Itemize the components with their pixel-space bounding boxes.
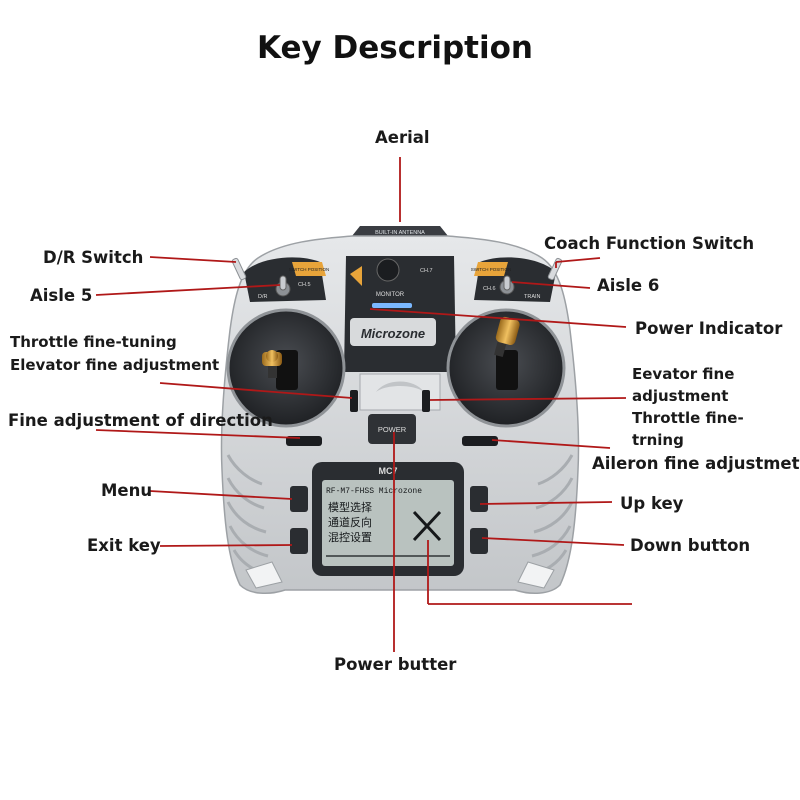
ch7-knob[interactable] bbox=[376, 258, 400, 282]
leader-lines bbox=[95, 157, 632, 652]
elevator-trim-right[interactable] bbox=[422, 390, 430, 412]
center-emblem bbox=[376, 381, 424, 392]
right-gimbal-slot bbox=[496, 350, 518, 390]
ch7-text: CH.7 bbox=[420, 268, 433, 274]
lcd-screen bbox=[322, 480, 454, 566]
down-key[interactable] bbox=[470, 528, 488, 554]
switch-badge-right bbox=[474, 262, 508, 276]
monitor-accent bbox=[350, 266, 362, 286]
train-text: TRAIN bbox=[524, 294, 541, 300]
label-menu: Menu bbox=[101, 481, 153, 500]
left-stick[interactable] bbox=[262, 350, 282, 378]
label-aerial: Aerial bbox=[375, 128, 430, 147]
dr-text: D/R bbox=[258, 294, 268, 300]
power-button-label: POWER bbox=[378, 425, 407, 434]
page-title: Key Description bbox=[256, 30, 533, 66]
power-indicator-led bbox=[372, 303, 412, 308]
antenna-label: BUILT-IN ANTENNA bbox=[375, 230, 425, 236]
label-fine-adjustment-direction: Fine adjustment of direction bbox=[8, 411, 273, 430]
switch-position-left: SWITCH POSITION bbox=[289, 267, 330, 272]
label-power-butter: Power butter bbox=[334, 655, 457, 674]
coach-function-switch[interactable] bbox=[547, 257, 563, 281]
lcd-header: RF-M7-FHSS Microzone bbox=[326, 487, 422, 496]
power-button[interactable] bbox=[368, 414, 416, 444]
aileron-trim[interactable] bbox=[462, 436, 498, 446]
center-lower bbox=[359, 373, 441, 411]
antenna-housing bbox=[352, 226, 448, 236]
label-aisle5: Aisle 5 bbox=[30, 286, 93, 305]
label-elevator-fine-adjustment: Elevator fine adjustment bbox=[10, 356, 220, 374]
foot-left bbox=[245, 561, 283, 589]
brand-text: Microzone bbox=[361, 326, 425, 341]
label-up-key: Up key bbox=[620, 494, 684, 513]
ch6-text: CH.6 bbox=[483, 286, 496, 292]
dr-switch[interactable] bbox=[231, 257, 247, 281]
label-throttle-fine-tuning: Throttle fine-tuning bbox=[10, 333, 177, 351]
label-elevator-fine-right: Eevator fine adjustment Throttle fine-tr… bbox=[632, 365, 744, 449]
exit-key[interactable] bbox=[290, 528, 308, 554]
label-down-button: Down button bbox=[630, 536, 751, 555]
label-power-indicator: Power Indicator bbox=[635, 319, 783, 338]
switch-badge-left bbox=[292, 262, 326, 276]
elevator-trim-left[interactable] bbox=[350, 390, 358, 412]
label-coach-function-switch: Coach Function Switch bbox=[544, 234, 755, 253]
aisle6-switch[interactable] bbox=[499, 275, 515, 295]
lcd-plane-icon bbox=[412, 510, 442, 542]
up-key[interactable] bbox=[470, 486, 488, 512]
label-aileron-fine: Aileron fine adjustmet bbox=[592, 454, 800, 473]
lcd-line-1: 模型选择 bbox=[328, 500, 372, 514]
switch-position-right: SWITCH POSITION bbox=[471, 267, 512, 272]
right-stick[interactable] bbox=[494, 316, 521, 358]
monitor-text: MONITOR bbox=[376, 292, 405, 298]
lcd-line-2: 通道反向 bbox=[328, 515, 372, 529]
model-text: MC7 bbox=[378, 466, 397, 476]
foot-right bbox=[517, 561, 555, 589]
ch5-text: CH.5 bbox=[298, 282, 311, 288]
lcd-line-3: 混控设置 bbox=[328, 530, 372, 544]
label-exit-key: Exit key bbox=[87, 536, 161, 555]
label-dr-switch: D/R Switch bbox=[43, 248, 144, 267]
brand-plate bbox=[350, 318, 436, 346]
label-aisle6: Aisle 6 bbox=[597, 276, 660, 295]
menu-key[interactable] bbox=[290, 486, 308, 512]
